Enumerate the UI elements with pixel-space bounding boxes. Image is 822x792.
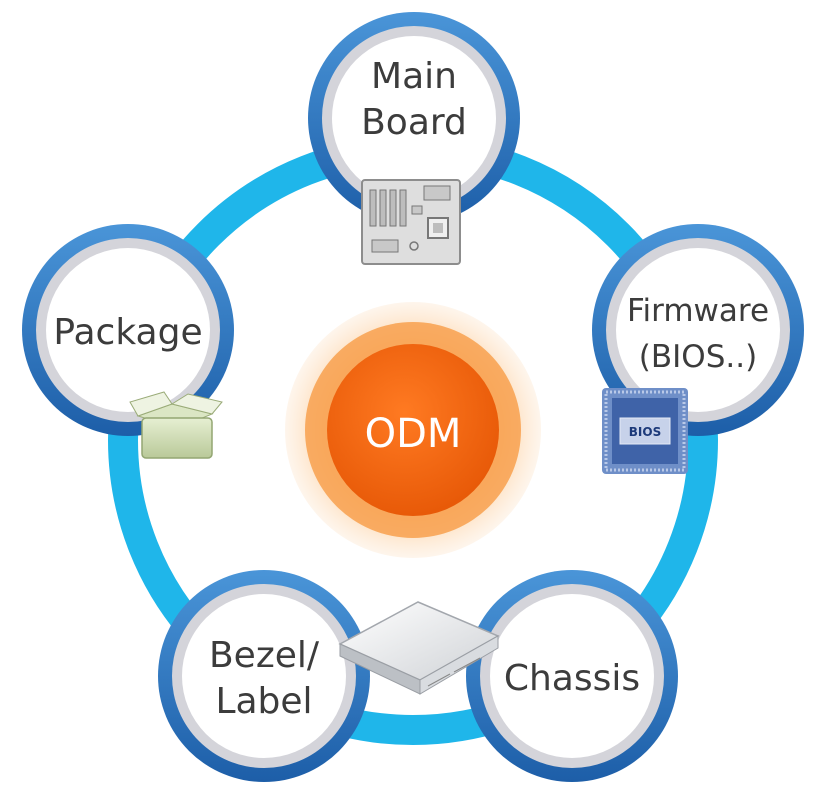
bios-chip-label: BIOS xyxy=(629,425,661,439)
node-face xyxy=(490,594,654,758)
node-label-line: Bezel/ xyxy=(209,635,320,676)
node-face xyxy=(46,248,210,412)
node-label-line: Main xyxy=(371,56,457,97)
node-label-line: Label xyxy=(215,681,312,722)
node-face xyxy=(182,594,346,758)
node-label-line: Board xyxy=(361,102,467,143)
node-label-line: Chassis xyxy=(504,658,640,699)
center-label: ODM xyxy=(365,411,462,457)
motherboard-icon xyxy=(361,179,461,265)
open-box-icon xyxy=(129,391,223,459)
node-label-line: Firmware xyxy=(627,293,769,329)
node-package: Package xyxy=(22,224,234,436)
node-label-line: (BIOS..) xyxy=(639,339,757,375)
node-firmware: Firmware (BIOS..) xyxy=(592,224,804,436)
node-label-line: Package xyxy=(53,312,202,353)
bios-chip-icon: BIOS xyxy=(602,388,688,474)
node-face xyxy=(332,36,496,200)
server-chassis-icon xyxy=(338,601,500,695)
node-bezel-label: Bezel/Label xyxy=(158,570,370,782)
node-chassis: Chassis xyxy=(466,570,678,782)
node-face xyxy=(616,248,780,412)
center-hub: ODM xyxy=(285,302,541,558)
